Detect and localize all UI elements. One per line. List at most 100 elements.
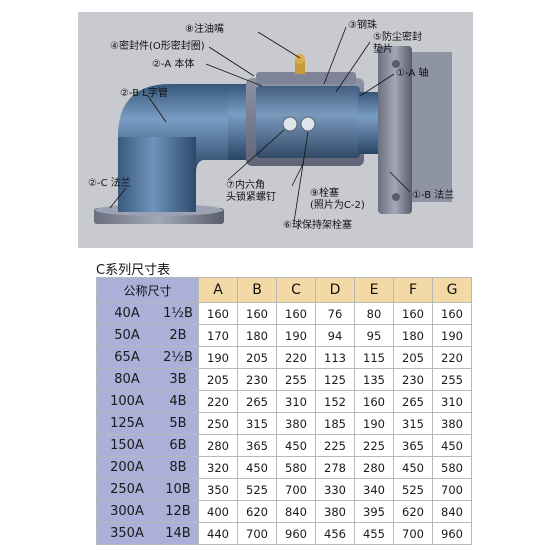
size-a-cell: 150A bbox=[96, 434, 158, 457]
label-body: ②-A 本体 bbox=[152, 59, 195, 70]
col-header-f: F bbox=[393, 277, 433, 303]
value-cell: 80 bbox=[354, 302, 394, 325]
label-l-pipe: ②-B L字管 bbox=[120, 88, 168, 99]
label-steel-ball: ③钢珠 bbox=[348, 20, 377, 31]
value-cell: 580 bbox=[432, 456, 472, 479]
swivel-joint-illustration bbox=[94, 26, 452, 224]
value-cell: 205 bbox=[198, 368, 238, 391]
value-cell: 350 bbox=[198, 478, 238, 501]
label-ball-plug: ⑥球保持架栓塞 bbox=[283, 220, 352, 231]
value-cell: 265 bbox=[237, 390, 277, 413]
value-cell: 330 bbox=[315, 478, 355, 501]
value-cell: 205 bbox=[237, 346, 277, 369]
size-a-cell: 65A bbox=[96, 346, 158, 369]
l-pipe-vertical bbox=[118, 132, 196, 212]
value-cell: 185 bbox=[315, 412, 355, 435]
size-a-cell: 125A bbox=[96, 412, 158, 435]
value-cell: 700 bbox=[237, 522, 277, 545]
label-o-ring: ④密封件(O形密封圈) bbox=[110, 41, 205, 52]
size-a-cell: 50A bbox=[96, 324, 158, 347]
value-cell: 220 bbox=[432, 346, 472, 369]
value-cell: 255 bbox=[276, 368, 316, 391]
value-cell: 455 bbox=[354, 522, 394, 545]
value-cell: 310 bbox=[432, 390, 472, 413]
value-cell: 440 bbox=[198, 522, 238, 545]
col-header-b: B bbox=[237, 277, 277, 303]
value-cell: 230 bbox=[393, 368, 433, 391]
value-cell: 160 bbox=[237, 302, 277, 325]
value-cell: 450 bbox=[276, 434, 316, 457]
value-cell: 700 bbox=[432, 478, 472, 501]
value-cell: 76 bbox=[315, 302, 355, 325]
table-header-row: 公称尺寸 A B C D E F G bbox=[96, 277, 472, 303]
label-hex-screw: ⑦内六角 头锁紧螺钉 bbox=[226, 180, 276, 203]
value-cell: 840 bbox=[276, 500, 316, 523]
value-cell: 380 bbox=[315, 500, 355, 523]
value-cell: 190 bbox=[198, 346, 238, 369]
value-cell: 225 bbox=[354, 434, 394, 457]
value-cell: 265 bbox=[393, 390, 433, 413]
value-cell: 230 bbox=[237, 368, 277, 391]
label-flange-b: ①-B 法兰 bbox=[412, 190, 455, 201]
col-header-e: E bbox=[354, 277, 394, 303]
label-flange-c: ②-C 法兰 bbox=[88, 178, 131, 189]
value-cell: 160 bbox=[432, 302, 472, 325]
value-cell: 380 bbox=[276, 412, 316, 435]
col-header-g: G bbox=[432, 277, 472, 303]
col-header-a: A bbox=[198, 277, 238, 303]
value-cell: 960 bbox=[276, 522, 316, 545]
size-b-cell: 3B bbox=[157, 368, 199, 391]
value-cell: 115 bbox=[354, 346, 394, 369]
table-title: C系列尺寸表 bbox=[96, 263, 171, 278]
value-cell: 580 bbox=[276, 456, 316, 479]
size-b-cell: 8B bbox=[157, 456, 199, 479]
value-cell: 395 bbox=[354, 500, 394, 523]
value-cell: 180 bbox=[237, 324, 277, 347]
size-a-cell: 40A bbox=[96, 302, 158, 325]
size-header: 公称尺寸 bbox=[96, 277, 199, 303]
label-grease-nipple: ⑧注油嘴 bbox=[185, 24, 224, 35]
value-cell: 125 bbox=[315, 368, 355, 391]
value-cell: 365 bbox=[237, 434, 277, 457]
label-plug: ⑨栓塞 (照片为C-2) bbox=[310, 188, 365, 211]
value-cell: 320 bbox=[198, 456, 238, 479]
size-b-cell: 4B bbox=[157, 390, 199, 413]
value-cell: 205 bbox=[393, 346, 433, 369]
value-cell: 315 bbox=[393, 412, 433, 435]
value-cell: 190 bbox=[432, 324, 472, 347]
value-cell: 160 bbox=[198, 302, 238, 325]
value-cell: 160 bbox=[276, 302, 316, 325]
value-cell: 450 bbox=[237, 456, 277, 479]
value-cell: 525 bbox=[393, 478, 433, 501]
size-b-cell: 2B bbox=[157, 324, 199, 347]
leader-lines bbox=[109, 26, 411, 223]
size-b-cell: 1½B bbox=[157, 302, 199, 325]
size-a-cell: 250A bbox=[96, 478, 158, 501]
value-cell: 160 bbox=[393, 302, 433, 325]
value-cell: 152 bbox=[315, 390, 355, 413]
flange-b-shape bbox=[378, 46, 412, 214]
value-cell: 280 bbox=[354, 456, 394, 479]
value-cell: 525 bbox=[237, 478, 277, 501]
value-cell: 135 bbox=[354, 368, 394, 391]
grease-nipple-shape bbox=[295, 60, 305, 74]
size-a-cell: 200A bbox=[96, 456, 158, 479]
size-b-cell: 12B bbox=[157, 500, 199, 523]
value-cell: 278 bbox=[315, 456, 355, 479]
value-cell: 450 bbox=[393, 456, 433, 479]
value-cell: 190 bbox=[276, 324, 316, 347]
value-cell: 700 bbox=[393, 522, 433, 545]
label-shaft: ①-A 轴 bbox=[396, 68, 429, 79]
value-cell: 960 bbox=[432, 522, 472, 545]
